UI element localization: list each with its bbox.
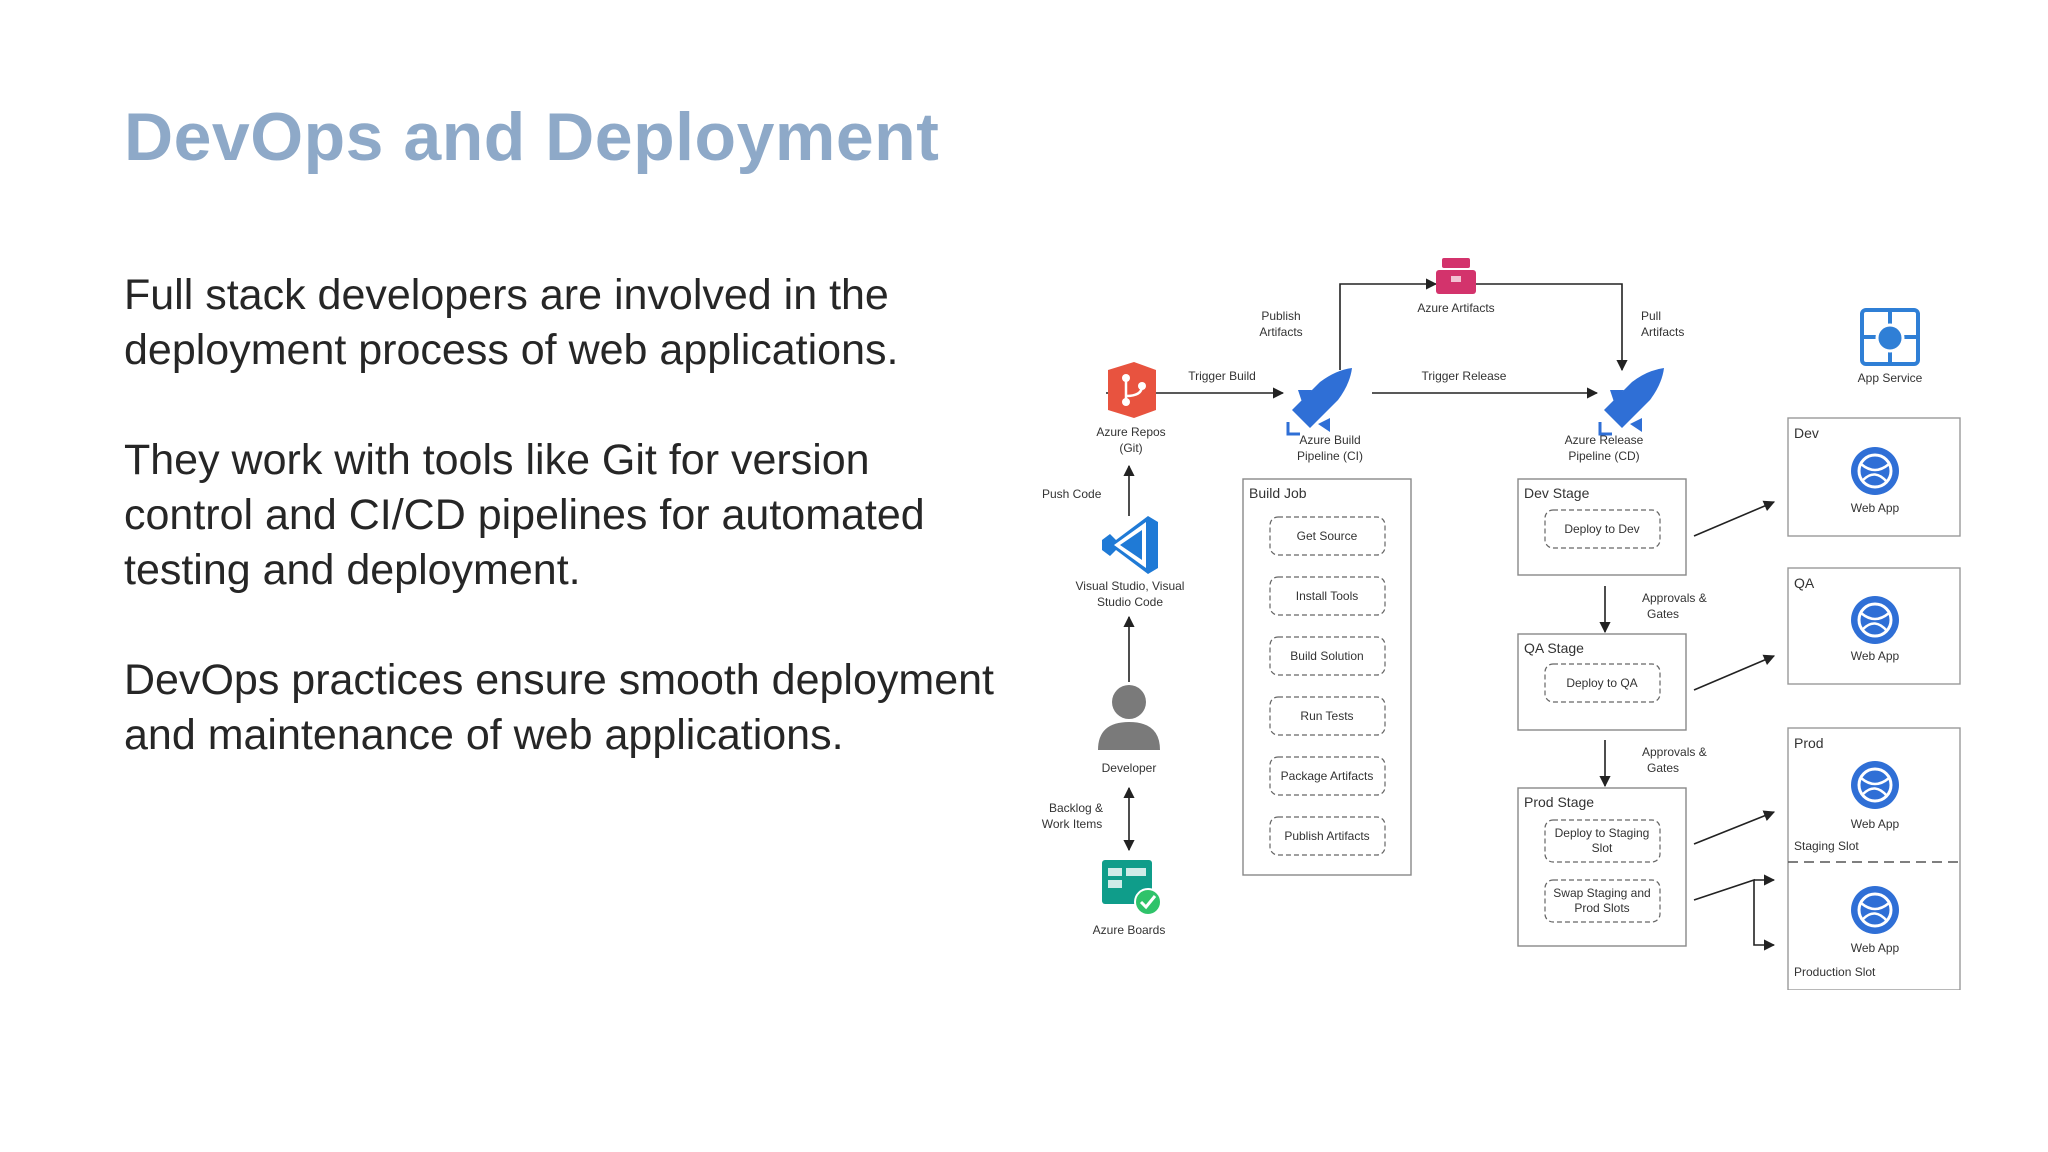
edge-dev-env: [1693, 500, 1776, 537]
prod-stage-box: Prod Stage Deploy to Staging Slot Swap S…: [1517, 787, 1687, 947]
prod-staging-web-app-label: Web App: [1851, 817, 1900, 831]
deploy-staging-task-1: Deploy to Staging: [1555, 826, 1650, 840]
label-approvals-2-a: Approvals &: [1642, 745, 1707, 759]
qa-environment-box: QA Web App: [1787, 567, 1961, 685]
svg-text:Run Tests: Run Tests: [1300, 709, 1353, 723]
azure-repos-label-1: Azure Repos: [1096, 425, 1165, 439]
prod-stage-title: Prod Stage: [1524, 794, 1594, 810]
label-push-code: Push Code: [1042, 487, 1102, 501]
qa-stage-box: QA Stage Deploy to QA: [1517, 633, 1687, 731]
boards-icon: [1102, 860, 1162, 916]
edge-pull-artifacts: [1476, 283, 1628, 372]
edge-qa-env: [1693, 654, 1776, 691]
azure-build-node: Azure Build Pipeline (CI): [1286, 368, 1363, 463]
azure-repos-node: Azure Repos (Git): [1096, 362, 1166, 455]
azure-build-label-1: Azure Build: [1299, 433, 1360, 447]
azure-artifacts-node: Azure Artifacts: [1417, 258, 1495, 315]
app-service-icon: [1860, 308, 1920, 366]
edge-prod-swap: [1693, 878, 1776, 951]
artifacts-icon: [1436, 258, 1476, 294]
dev-env-title: Dev: [1794, 425, 1819, 441]
label-trigger-build: Trigger Build: [1188, 369, 1256, 383]
prod-environment-box: Prod Web App Staging Slot Web App Produc…: [1787, 727, 1961, 990]
label-approvals-1-b: Gates: [1647, 607, 1679, 621]
qa-env-title: QA: [1794, 575, 1815, 591]
edge-publish-artifacts: [1339, 278, 1438, 370]
deploy-to-qa-task: Deploy to QA: [1566, 676, 1637, 690]
label-publish-artifacts-1: Publish: [1261, 309, 1300, 323]
paragraph-tools: They work with tools like Git for versio…: [124, 436, 925, 594]
build-step-install-tools: Install Tools: [1269, 576, 1386, 616]
build-step-build-solution: Build Solution: [1269, 636, 1386, 676]
edge-labels: Publish Artifacts Pull Artifacts Trigger…: [1042, 309, 1707, 831]
svg-text:Package Artifacts: Package Artifacts: [1281, 769, 1374, 783]
dev-stage-box: Dev Stage Deploy to Dev: [1517, 478, 1687, 576]
azure-build-label-2: Pipeline (CI): [1297, 449, 1363, 463]
build-step-get-source: Get Source: [1269, 516, 1386, 556]
build-step-package-artifacts: Package Artifacts: [1269, 756, 1386, 796]
azure-release-label-1: Azure Release: [1565, 433, 1644, 447]
visual-studio-node: Visual Studio, Visual Studio Code: [1076, 516, 1185, 609]
paragraph-deployment: Full stack developers are involved in th…: [124, 271, 899, 374]
web-app-icon: [1851, 886, 1899, 934]
svg-text:Install Tools: Install Tools: [1296, 589, 1358, 603]
release-pipeline-icon: [1598, 368, 1664, 436]
app-service-label: App Service: [1858, 371, 1923, 385]
staging-slot-label: Staging Slot: [1794, 839, 1859, 853]
azure-release-node: Azure Release Pipeline (CD): [1565, 368, 1664, 463]
swap-slots-task-1: Swap Staging and: [1553, 886, 1650, 900]
app-service-node: App Service: [1858, 308, 1923, 385]
swap-slots-task-2: Prod Slots: [1574, 901, 1629, 915]
qa-web-app-label: Web App: [1851, 649, 1900, 663]
production-slot-label: Production Slot: [1794, 965, 1876, 979]
qa-stage-title: QA Stage: [1524, 640, 1584, 656]
build-step-run-tests: Run Tests: [1269, 696, 1386, 736]
developer-node: Developer: [1098, 685, 1160, 775]
svg-text:Build Solution: Build Solution: [1290, 649, 1363, 663]
visual-studio-label-2: Studio Code: [1097, 595, 1163, 609]
dev-stage-title: Dev Stage: [1524, 485, 1590, 501]
build-job-box: Build Job Get Source Install Tools Build…: [1242, 478, 1412, 876]
azure-boards-node: Azure Boards: [1093, 860, 1166, 937]
developer-label: Developer: [1102, 761, 1157, 775]
build-pipeline-icon: [1286, 368, 1352, 436]
web-app-icon: [1851, 761, 1899, 809]
svg-text:Publish Artifacts: Publish Artifacts: [1284, 829, 1369, 843]
devops-pipeline-diagram: Publish Artifacts Pull Artifacts Trigger…: [1042, 258, 1961, 990]
azure-artifacts-label: Azure Artifacts: [1417, 301, 1494, 315]
slide-title: DevOps and Deployment: [124, 99, 940, 175]
svg-text:Get Source: Get Source: [1297, 529, 1358, 543]
paragraph-devops: DevOps practices ensure smooth deploymen…: [124, 656, 994, 759]
developer-person-icon: [1098, 685, 1160, 750]
prod-env-title: Prod: [1794, 735, 1824, 751]
label-backlog-2: Work Items: [1042, 817, 1102, 831]
web-app-icon: [1851, 447, 1899, 495]
build-step-publish-artifacts: Publish Artifacts: [1269, 816, 1386, 856]
edge-prod-staging: [1693, 810, 1776, 845]
deploy-to-dev-task: Deploy to Dev: [1564, 522, 1639, 536]
deploy-staging-task-2: Slot: [1592, 841, 1613, 855]
label-pull-artifacts-2: Artifacts: [1641, 325, 1684, 339]
label-pull-artifacts-1: Pull: [1641, 309, 1661, 323]
visual-studio-label-1: Visual Studio, Visual: [1076, 579, 1185, 593]
build-job-title: Build Job: [1249, 485, 1307, 501]
web-app-icon: [1851, 596, 1899, 644]
slide-body: Full stack developers are involved in th…: [124, 268, 1004, 818]
label-approvals-2-b: Gates: [1647, 761, 1679, 775]
azure-boards-label: Azure Boards: [1093, 923, 1166, 937]
git-repos-icon: [1108, 362, 1156, 418]
dev-web-app-label: Web App: [1851, 501, 1900, 515]
label-backlog-1: Backlog &: [1049, 801, 1103, 815]
dev-environment-box: Dev Web App: [1787, 417, 1961, 537]
vscode-icon: [1102, 516, 1158, 574]
label-publish-artifacts-2: Artifacts: [1259, 325, 1302, 339]
label-trigger-release: Trigger Release: [1422, 369, 1507, 383]
label-approvals-1-a: Approvals &: [1642, 591, 1707, 605]
azure-repos-label-2: (Git): [1119, 441, 1142, 455]
azure-release-label-2: Pipeline (CD): [1568, 449, 1639, 463]
prod-production-web-app-label: Web App: [1851, 941, 1900, 955]
